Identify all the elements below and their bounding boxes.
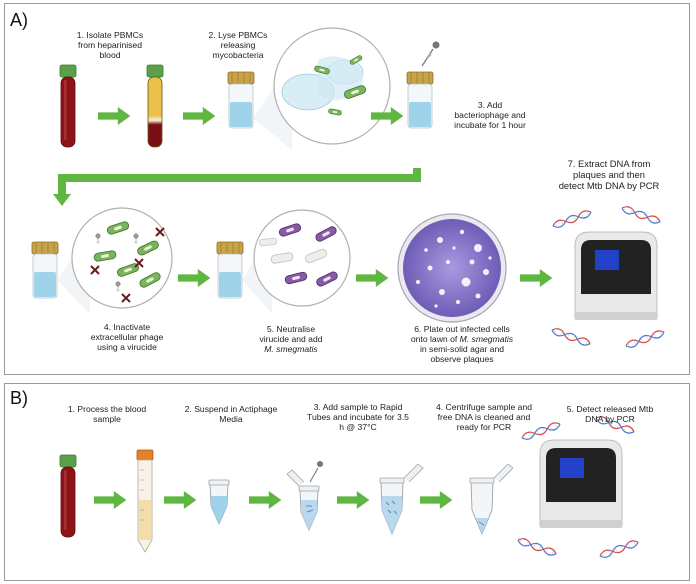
dna-icon [620,204,662,226]
panel-b-label: B) [10,388,28,408]
step-a6-line3: in semi-solid agar and [419,344,505,354]
arrow-icon [164,491,197,509]
inactivation-zoom-icon [57,207,173,314]
blood-tube-icon [59,454,77,538]
plaque-plate-icon [397,213,507,323]
dna-icon [550,326,592,348]
step-a6-caption: 6. Plate out infected cells onto lawn of… [396,324,528,364]
blood-tube-icon [59,64,77,148]
neutralise-zoom-icon [242,209,351,314]
step-a4-caption: 4. Inactivate extracellular phage using … [90,322,164,352]
step-a6-line1: 6. Plate out infected cells [414,324,510,334]
vial-icon [31,241,59,299]
lysis-zoom-icon [253,27,391,150]
vial-icon [216,241,244,299]
arrow-icon [356,269,389,287]
vial-icon [406,71,434,129]
falcon-tube-icon [136,449,154,553]
step-a6-species: M. smegmatis [459,334,514,344]
vial-icon [227,71,255,129]
rapid-tube-icon [286,469,320,531]
step-a2-caption: 2. Lyse PBMCs releasing mycobacteria [208,30,268,60]
microtube-icon [208,479,230,525]
arrow-icon [94,491,127,509]
arrow-icon [420,491,453,509]
step-b1-caption: 1. Process the blood sample [67,404,147,424]
centrifuged-tube-icon [469,463,514,536]
dna-icon [516,536,558,558]
arrow-icon [183,107,216,125]
dna-icon [551,208,593,230]
step-b2-caption: 2. Suspend in Actiphage Media [184,404,278,424]
step-a5-line2: virucide and add [259,334,323,344]
step-b3-caption: 3. Add sample to Rapid Tubes and incubat… [307,402,409,432]
phage-dropper-icon [421,41,440,67]
pcr-machine-icon [539,439,623,529]
arrow-icon [98,107,131,125]
turn-arrow-icon [53,168,421,206]
separated-blood-tube-icon [146,64,164,148]
step-a6-line4: observe plaques [430,354,494,364]
arrow-icon [520,269,553,287]
step-a5-caption: 5. Neutralise virucide and add M. smegma… [236,324,346,354]
rapid-tube-icon [379,463,424,536]
step-a7-caption: 7. Extract DNA from plaques and then det… [558,158,660,191]
arrow-icon [249,491,282,509]
arrow-icon [337,491,370,509]
step-a5-line1: 5. Neutralise [266,324,316,334]
step-a5-species: M. smegmatis [264,344,318,354]
dna-icon [598,538,640,560]
arrow-icon [178,269,211,287]
dna-icon [624,328,666,350]
step-a6-line2: onto lawn of [410,334,460,344]
step-b4-caption: 4. Centrifuge sample and free DNA is cle… [435,402,533,432]
panel-a-label: A) [10,10,28,30]
step-a3-caption: 3. Add bacteriophage and incubate for 1 … [454,100,526,130]
pcr-machine-icon [574,231,658,321]
step-b5-caption: 5. Detect released Mtb DNA by PCR [566,404,654,424]
phage-dropper-icon [309,461,323,483]
step-a1-caption: 1. Isolate PBMCs from heparinised blood [76,30,144,60]
